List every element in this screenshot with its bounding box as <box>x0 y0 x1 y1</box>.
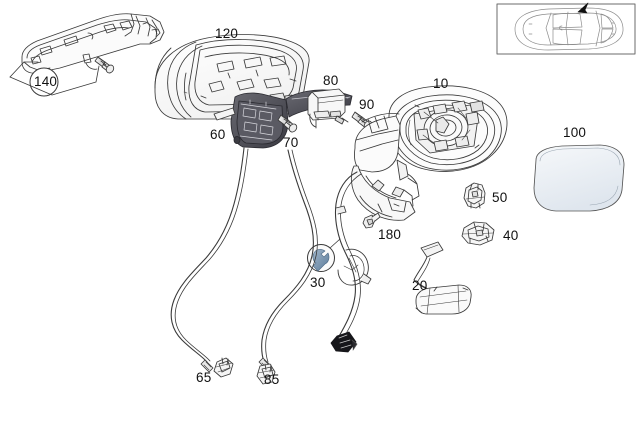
service-marker-30 <box>307 238 341 272</box>
part-20-lamp-module <box>413 241 472 315</box>
part-label-40: 40 <box>503 228 519 243</box>
vehicle-locator-inset <box>496 2 636 55</box>
part-140-turn-signal-trim <box>21 13 165 74</box>
cable-85 <box>256 149 318 385</box>
part-label-140: 140 <box>34 74 58 89</box>
part-50-clip <box>463 182 486 209</box>
part-label-70: 70 <box>283 135 299 150</box>
part-label-65: 65 <box>196 370 212 385</box>
locator-arrow-icon <box>577 2 589 14</box>
part-label-100: 100 <box>563 125 587 140</box>
callout-140 <box>9 61 100 97</box>
part-label-20: 20 <box>412 278 428 293</box>
cable-65 <box>170 147 249 378</box>
part-60-actuator <box>213 89 353 149</box>
part-10-mirror-frame <box>388 85 508 172</box>
mirror-base-arm <box>350 112 420 221</box>
part-label-85: 85 <box>264 372 280 387</box>
part-label-80: 80 <box>323 73 339 88</box>
part-label-10: 10 <box>433 76 449 91</box>
part-140-screw <box>94 56 115 74</box>
part-label-90: 90 <box>359 97 375 112</box>
part-label-180: 180 <box>378 227 402 242</box>
part-100-mirror-glass <box>533 144 625 212</box>
part-70-screw <box>277 114 298 133</box>
part-180-bolt <box>362 212 381 229</box>
part-40-bracket <box>461 221 495 246</box>
mirror-cable-harness <box>330 171 372 353</box>
part-label-50: 50 <box>492 190 508 205</box>
part-80-module <box>307 88 349 129</box>
part-label-120: 120 <box>215 26 239 41</box>
part-label-30: 30 <box>310 275 326 290</box>
part-label-60: 60 <box>210 127 226 142</box>
